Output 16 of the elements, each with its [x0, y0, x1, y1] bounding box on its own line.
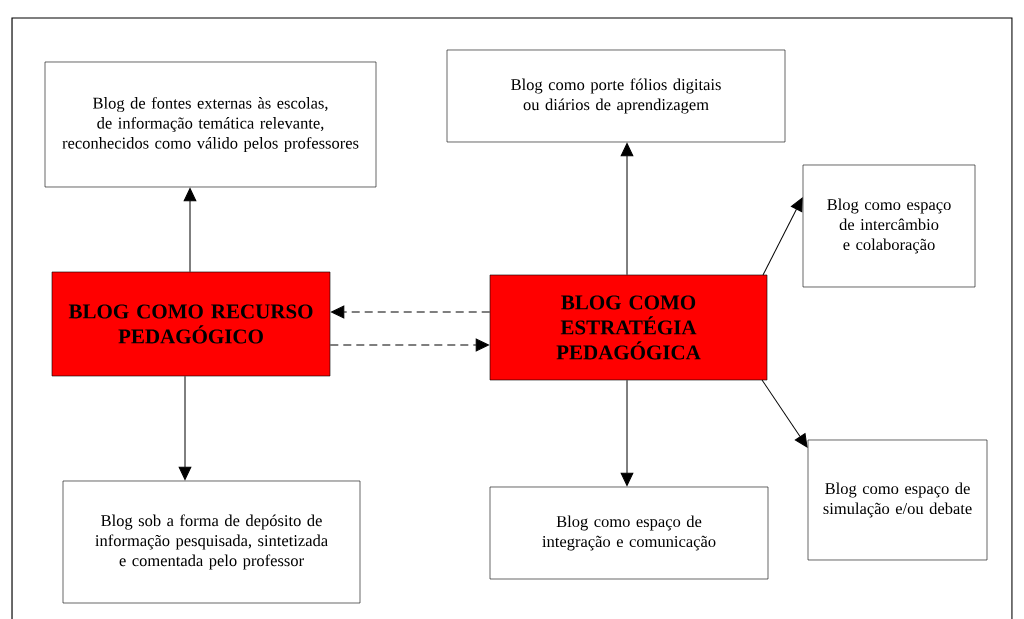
highlighted-box: BLOG COMO RECURSO PEDAGÓGICO — [51, 271, 331, 377]
arrow — [761, 379, 808, 448]
arrow — [620, 379, 634, 486]
arrow — [331, 305, 491, 319]
highlighted-box: BLOG COMO ESTRATÉGIA PEDAGÓGICA — [489, 274, 768, 381]
text-box: Blog de fontes externas às escolas, de informação temática relevante, reconhecidos como válido pelos professores — [44, 61, 377, 188]
arrow — [183, 188, 197, 273]
text-box: Blog como espaço de integração e comunicação — [489, 486, 769, 580]
arrow — [178, 375, 192, 480]
text-box: Blog sob a forma de depósito de informação pesquisada, sintetizada e comentada pelo professor — [62, 480, 361, 604]
arrow — [620, 143, 634, 276]
text-box: Blog como porte fólios digitais ou diários de aprendizagem — [446, 49, 786, 143]
arrow — [329, 338, 489, 352]
arrow — [762, 197, 803, 276]
text-box: Blog como espaço de simulação e/ou debate — [807, 439, 988, 561]
text-box: Blog como espaço de intercâmbio e colaboração — [802, 164, 976, 288]
